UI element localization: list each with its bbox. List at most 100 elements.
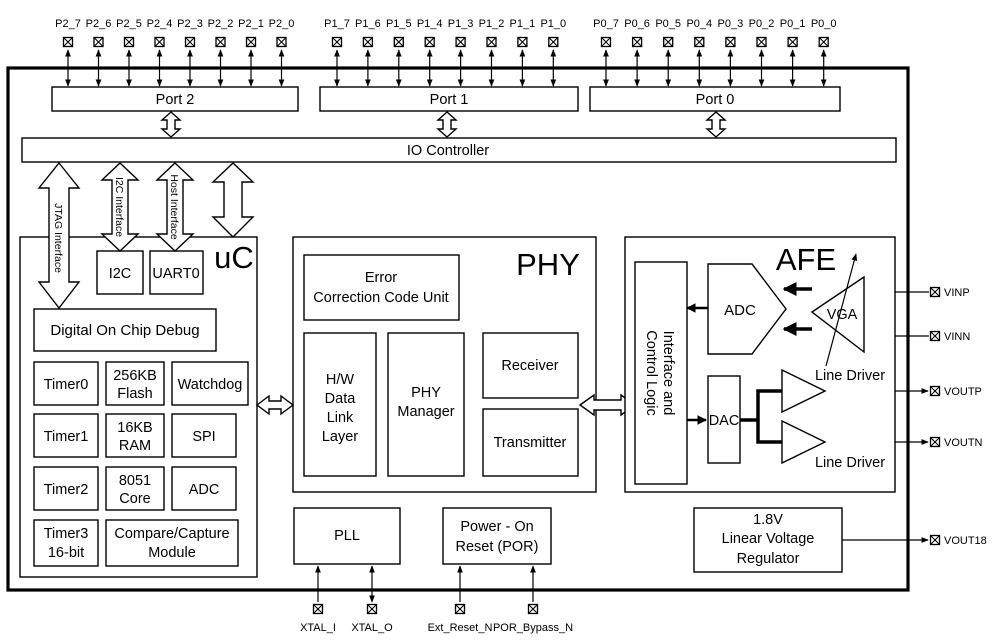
pin-label-vout18: VOUT18 — [944, 535, 987, 547]
ram-line2: RAM — [119, 438, 151, 454]
pin-pad-p2_1 — [245, 36, 257, 48]
uart0-label: UART0 — [152, 266, 199, 282]
pin-label-p1_1: P1_1 — [510, 18, 536, 30]
pin-label-p1_7: P1_7 — [324, 18, 350, 30]
pin-pad-p0_6 — [631, 36, 643, 48]
compare-line1: Compare/Capture — [114, 526, 229, 542]
pin-pad-p0_1 — [787, 36, 798, 48]
i2c-interface-label: I2C Interface — [113, 177, 125, 237]
por-block: Power - On Reset (POR) — [442, 507, 552, 565]
pin-label-p2_0: P2_0 — [269, 18, 295, 30]
pin-label-p0_5: P0_5 — [655, 18, 681, 30]
ecc-line1: Error — [365, 270, 397, 286]
pin-label-p1_0: P1_0 — [540, 18, 566, 30]
port-1-block: Port 1 — [319, 86, 579, 112]
phy-title: PHY — [516, 247, 580, 282]
adc-uc-label: ADC — [189, 482, 220, 498]
transmitter-label: Transmitter — [494, 435, 567, 451]
interface-line1: Interface and — [660, 331, 676, 416]
pin-pad-p1_0 — [548, 36, 559, 48]
port-0-block: Port 0 — [589, 86, 841, 112]
line-driver-bottom-label: Line Driver — [815, 455, 885, 471]
pin-pad-p2_3 — [184, 36, 196, 48]
ram-line1: 16KB — [117, 420, 152, 436]
pin-label-p1_4: P1_4 — [417, 18, 443, 30]
pin-pad-p2_7 — [62, 36, 74, 48]
pin-label-p0_6: P0_6 — [624, 18, 650, 30]
uc-io-bus — [211, 162, 255, 238]
pin-pad-p1_3 — [455, 36, 466, 48]
dac-label: DAC — [709, 413, 740, 429]
compare-line2: Module — [148, 545, 196, 561]
pin-label-vinn: VINN — [944, 331, 970, 343]
core-line2: Core — [119, 491, 150, 507]
pin-pad-p1_4 — [424, 36, 435, 48]
pin-pad-p0_7 — [600, 36, 612, 48]
por-line2: Reset (POR) — [456, 539, 539, 555]
dll-line1: H/W — [326, 372, 355, 388]
uc-title: uC — [214, 240, 254, 275]
dll-line2: Data — [325, 391, 357, 407]
regulator-line2: Linear Voltage — [722, 531, 815, 547]
pin-pad-xtal_i — [312, 603, 324, 615]
port-2-label: Port 2 — [156, 92, 195, 108]
dll-line3: Link — [327, 410, 354, 426]
pin-pad-p1_1 — [517, 36, 528, 48]
pin-pad-vout18 — [929, 534, 941, 546]
pin-pad-p2_4 — [154, 36, 165, 48]
port-0-label: Port 0 — [696, 92, 735, 108]
pin-label-p1_6: P1_6 — [355, 18, 381, 30]
regulator-line3: Regulator — [737, 551, 800, 567]
uc-block: uC I2C UART0 Digital On Chip Debug Timer… — [19, 236, 258, 578]
pin-pad-p0_0 — [818, 36, 829, 48]
port-1-label: Port 1 — [430, 92, 469, 108]
pin-pad-vinp — [929, 286, 941, 298]
jtag-label: JTAG Interface — [52, 203, 64, 273]
i2c-interface-bus: I2C Interface — [100, 162, 140, 252]
pin-label-p2_3: P2_3 — [177, 18, 203, 30]
pin-pad-por_bypass_n — [527, 603, 539, 615]
timer3-line2: 16-bit — [48, 545, 84, 561]
timer3-line1: Timer3 — [44, 526, 89, 542]
pin-pad-p0_3 — [725, 36, 736, 48]
watchdog-label: Watchdog — [178, 377, 243, 393]
pin-pad-p1_2 — [486, 36, 497, 48]
phy-manager-line1: PHY — [411, 385, 441, 401]
receiver-label: Receiver — [501, 358, 558, 374]
pin-pad-p0_5 — [663, 36, 674, 48]
pin-pad-p2_5 — [123, 36, 135, 48]
host-interface-label: Host Interface — [168, 174, 180, 240]
pin-pad-p0_4 — [694, 36, 705, 48]
line-driver-top-label: Line Driver — [815, 368, 885, 384]
pin-label-xtal_i: XTAL_I — [300, 622, 336, 634]
pin-pad-p0_2 — [756, 36, 767, 48]
jtag-bus: JTAG Interface — [37, 161, 81, 310]
pin-pad-xtal_o — [366, 603, 378, 615]
phy-block: PHY Error Correction Code Unit H/W Data … — [292, 236, 597, 493]
pin-label-ext_reset_n: Ext_Reset_N — [428, 622, 493, 634]
dll-line4: Layer — [322, 429, 358, 445]
pin-label-vinp: VINP — [944, 287, 970, 299]
port-2-block: Port 2 — [51, 86, 299, 112]
phy-manager-line2: Manager — [397, 404, 454, 420]
uc-phy-bus — [255, 394, 295, 416]
pin-label-p2_6: P2_6 — [86, 18, 112, 30]
pll-label: PLL — [334, 528, 360, 544]
regulator-block: 1.8V Linear Voltage Regulator — [693, 507, 843, 573]
pin-label-p1_5: P1_5 — [386, 18, 412, 30]
debug-label: Digital On Chip Debug — [50, 322, 199, 339]
pin-label-p1_3: P1_3 — [448, 18, 474, 30]
flash-line2: Flash — [117, 386, 152, 402]
timer1-label: Timer1 — [44, 429, 89, 445]
timer2-label: Timer2 — [44, 482, 89, 498]
flash-line1: 256KB — [113, 368, 157, 384]
pin-pad-ext_reset_n — [454, 603, 466, 615]
pin-pad-p2_6 — [93, 36, 104, 48]
pin-label-p2_1: P2_1 — [238, 18, 264, 30]
core-line1: 8051 — [119, 473, 151, 489]
pin-label-voutn: VOUTN — [944, 437, 983, 449]
pin-pad-vinn — [929, 330, 941, 342]
interface-line2: Control Logic — [643, 330, 659, 415]
spi-label: SPI — [192, 429, 215, 445]
